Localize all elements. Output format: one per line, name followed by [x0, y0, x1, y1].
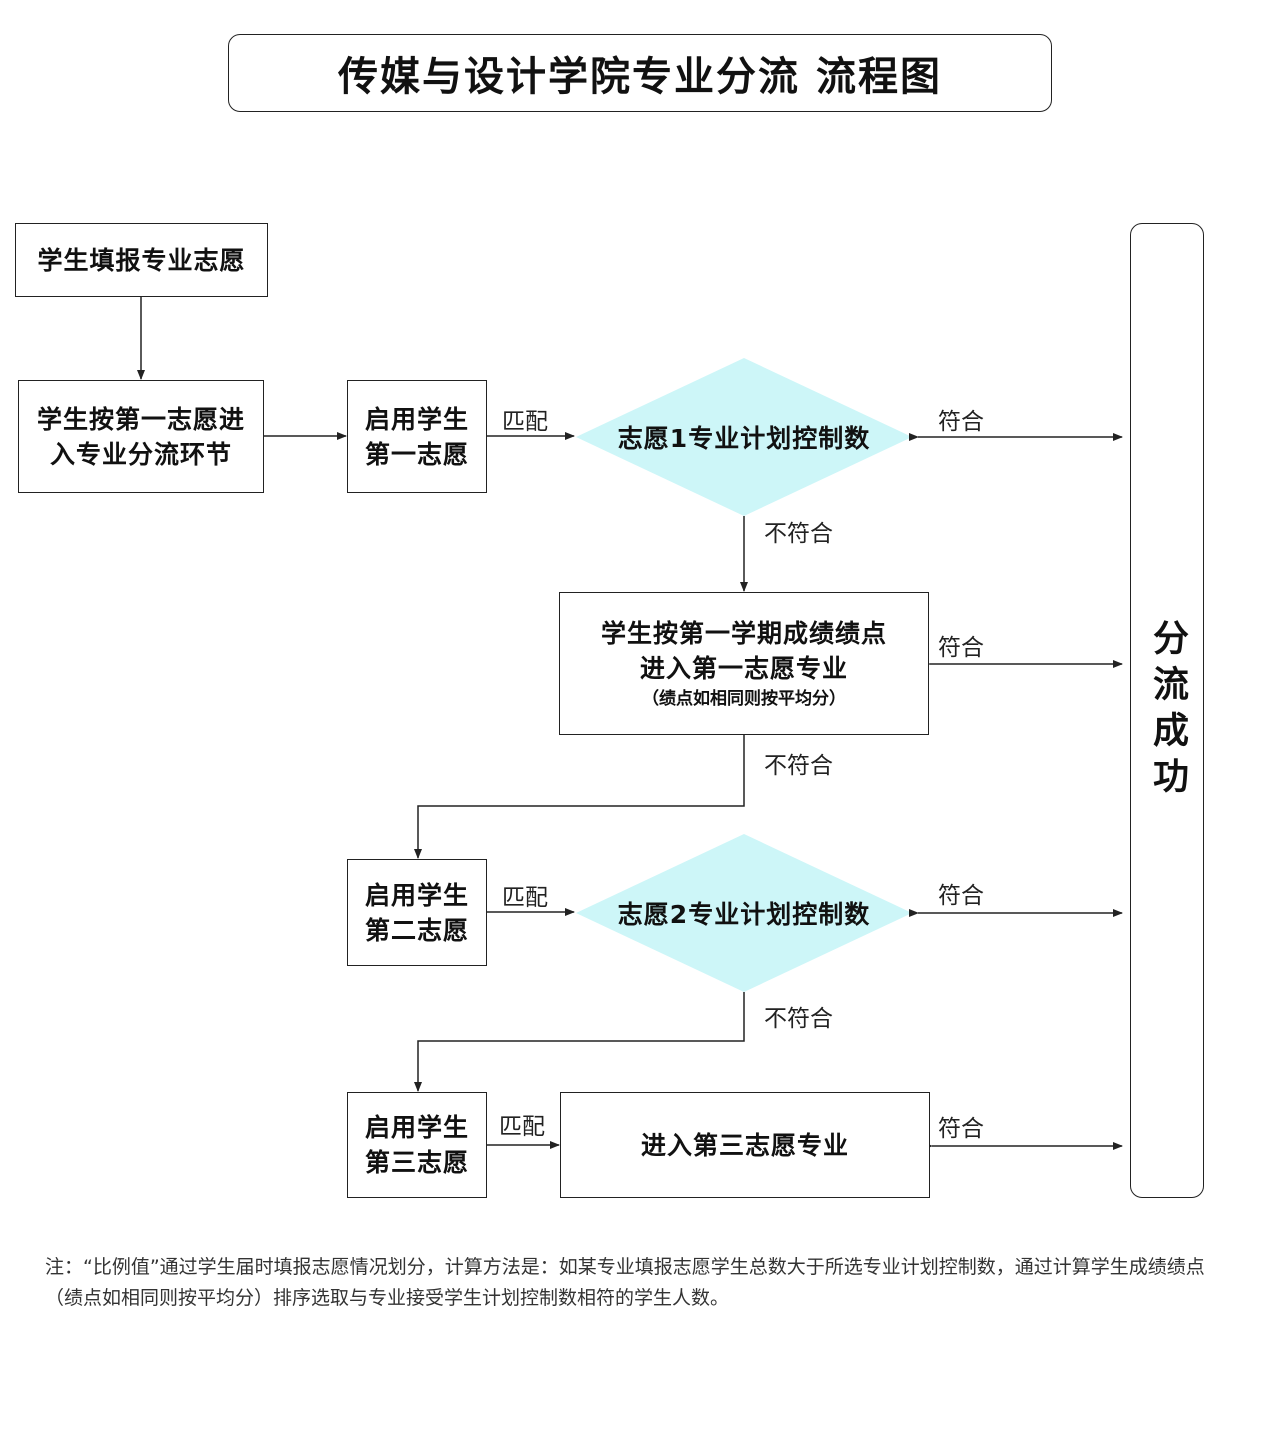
edge-label-match-2: 匹配: [502, 885, 548, 911]
edge-label-pass-3: 符合: [938, 1116, 984, 1142]
node-gpa-first-wish: 学生按第一学期成绩绩点 进入第一志愿专业 （绩点如相同则按平均分）: [559, 592, 929, 735]
node-enter-by-first: 学生按第一志愿进 入专业分流环节: [18, 380, 264, 493]
edge-label-match-3: 匹配: [499, 1114, 545, 1140]
node-enter-third-wish: 进入第三志愿专业: [560, 1092, 930, 1198]
node-enter-by-first-line1: 学生按第一志愿进: [36, 404, 245, 434]
node-fill-wishes-label: 学生填报专业志愿: [37, 245, 246, 275]
decision-quota-2-label: 志愿2专业计划控制数: [590, 888, 898, 938]
node-use-second-line1: 启用学生: [364, 880, 469, 910]
page-title: 传媒与设计学院专业分流 流程图: [338, 54, 942, 100]
node-use-third-line1: 启用学生: [364, 1113, 469, 1142]
edge-label-fail-1: 不符合: [764, 521, 833, 547]
node-gpa-line2: 进入第一志愿专业: [639, 653, 848, 683]
node-use-first-line2: 第一志愿: [364, 439, 469, 469]
edge-label-match-1: 匹配: [502, 409, 548, 435]
node-use-third-wish: 启用学生 第三志愿: [347, 1092, 487, 1198]
edge-label-fail-gpa: 不符合: [764, 753, 833, 779]
decision-quota-1-label: 志愿1专业计划控制数: [590, 412, 898, 462]
node-use-first-wish: 启用学生 第一志愿: [347, 380, 487, 493]
node-use-first-line1: 启用学生: [364, 404, 469, 434]
arrow-fail-2: [414, 992, 745, 1092]
node-use-third-line2: 第三志愿: [364, 1148, 469, 1177]
node-success-label: 分流成功: [1147, 618, 1188, 803]
node-gpa-line1: 学生按第一学期成绩绩点: [600, 618, 887, 648]
decision-quota-1-text: 志愿1专业计划控制数: [617, 424, 871, 453]
arrow-fail-gpa: [414, 735, 745, 859]
edge-label-pass-1: 符合: [938, 409, 984, 435]
edge-label-pass-gpa: 符合: [938, 635, 984, 661]
edge-label-pass-2: 符合: [938, 883, 984, 909]
node-fill-wishes: 学生填报专业志愿: [15, 223, 268, 297]
node-use-second-line2: 第二志愿: [364, 915, 469, 945]
node-use-second-wish: 启用学生 第二志愿: [347, 859, 487, 966]
title-box: 传媒与设计学院专业分流 流程图: [228, 34, 1052, 112]
decision-diamond-1: [576, 358, 912, 516]
edge-label-fail-2: 不符合: [764, 1006, 833, 1032]
decision-diamond-2: [576, 834, 912, 992]
node-enter-by-first-line2: 入专业分流环节: [49, 439, 232, 469]
footnote: 注：“比例值”通过学生届时填报志愿情况划分，计算方法是：如某专业填报志愿学生总数…: [45, 1256, 1205, 1309]
node-gpa-line3: （绩点如相同则按平均分）: [642, 688, 846, 709]
node-enter-third-label: 进入第三志愿专业: [640, 1130, 849, 1160]
node-success: 分流成功: [1130, 223, 1204, 1198]
decision-quota-2-text: 志愿2专业计划控制数: [617, 900, 871, 929]
